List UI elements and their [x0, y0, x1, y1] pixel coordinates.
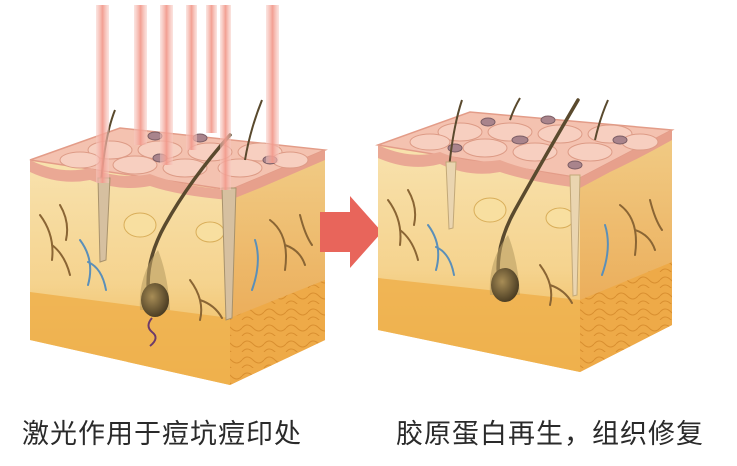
- right-arrow-icon: [320, 196, 382, 268]
- right-nerves-blue: [427, 224, 609, 276]
- right-block-front-fat: [378, 278, 580, 372]
- caption-right: 胶原蛋白再生，组织修复: [396, 419, 704, 450]
- left-nerves-blue: [79, 239, 259, 291]
- left-block-epidermis-edge: [30, 160, 230, 200]
- right-skin-cells: [409, 122, 659, 162]
- right-scar-spots: [447, 115, 628, 170]
- right-block-side-fat: [580, 262, 672, 372]
- caption-left: 激光作用于痘坑痘印处: [22, 419, 302, 450]
- right-nerves-brown: [387, 189, 663, 306]
- left-nerves-brown: [39, 204, 313, 321]
- right-skin-block: [375, 97, 675, 372]
- left-block-front-fat: [30, 292, 230, 385]
- left-block-side-fat: [230, 280, 325, 385]
- left-gland: [123, 212, 225, 243]
- left-skin-block: [29, 5, 328, 385]
- right-block-epidermis-edge: [378, 145, 580, 188]
- right-hair-follicle: [447, 97, 609, 302]
- right-gland: [473, 197, 575, 229]
- right-healing-channels: [445, 161, 581, 297]
- laser-beam-icon: [96, 5, 279, 190]
